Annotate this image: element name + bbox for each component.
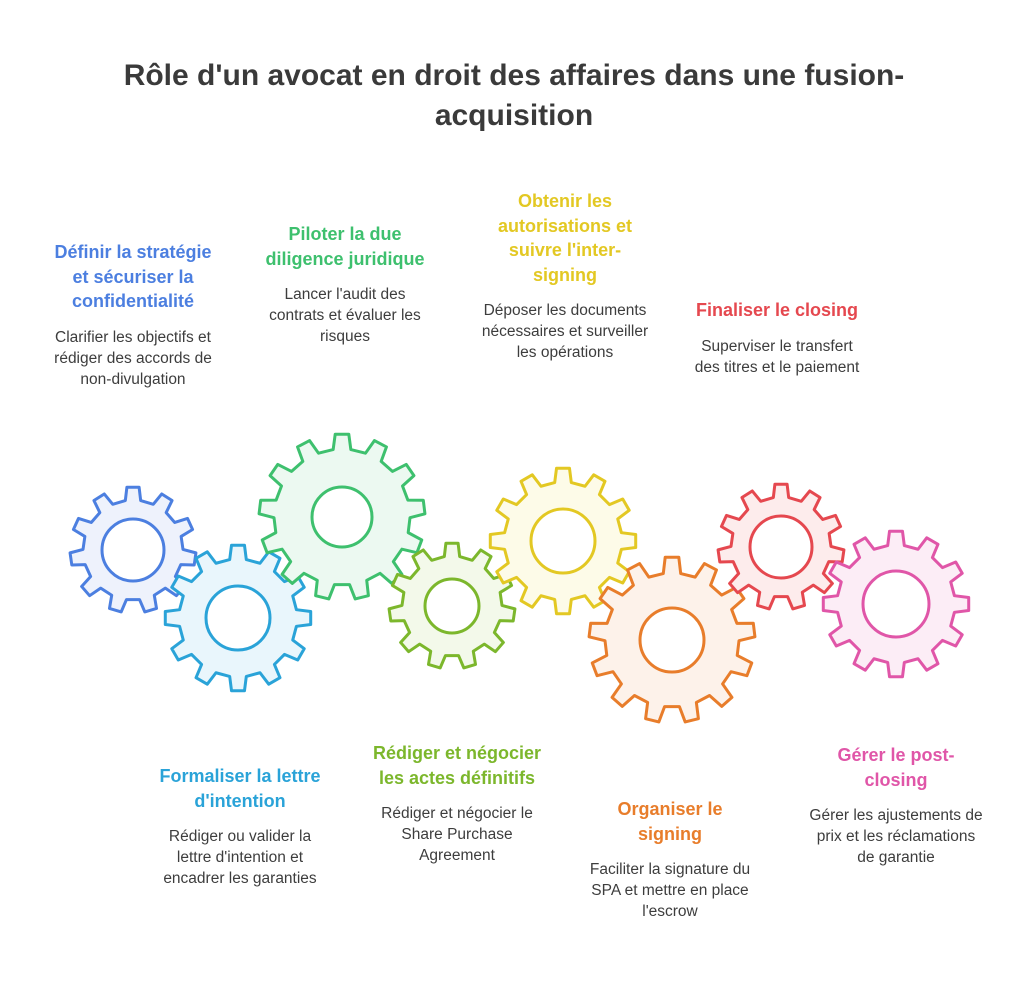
gear-5-icon <box>488 466 638 616</box>
step-title: Organiser le signing <box>617 799 723 844</box>
step-letter-of-intent: Formaliser la lettre d'intention Rédiger… <box>150 764 330 889</box>
gear-2-icon <box>163 543 313 693</box>
step-due-diligence: Piloter la due diligence juridique Lance… <box>262 222 428 347</box>
gear-hole <box>423 577 481 635</box>
step-title: Rédiger et négocier les actes définitifs <box>372 743 542 788</box>
gear-4-icon <box>387 541 517 670</box>
gear-hole <box>310 485 374 549</box>
step-closing: Finaliser le closing Superviser le trans… <box>692 298 862 378</box>
gear-1-icon <box>68 485 198 614</box>
step-post-closing: Gérer le post-closing Gérer les ajusteme… <box>806 743 986 868</box>
gear-hole <box>529 507 597 575</box>
gear-3-icon <box>257 432 427 601</box>
step-definitive-agreements: Rédiger et négocier les actes définitifs… <box>372 741 542 866</box>
step-description: Déposer les documents nécessaires et sur… <box>481 302 649 361</box>
gear-7-icon <box>716 482 846 611</box>
step-title: Finaliser le closing <box>695 300 859 320</box>
step-title: Gérer le post-closing <box>837 745 955 790</box>
step-signing: Organiser le signing Faciliter la signat… <box>586 797 754 922</box>
gear-hole <box>861 569 931 639</box>
step-authorisations: Obtenir les autorisations et suivre l'in… <box>480 189 650 363</box>
step-title: Définir la stratégie et sécuriser la con… <box>54 242 212 311</box>
gear-hole <box>100 517 166 583</box>
step-description: Lancer l'audit des contrats et évaluer l… <box>269 286 421 345</box>
page-title: Rôle d'un avocat en droit des affaires d… <box>123 59 905 132</box>
step-description: Gérer les ajustements de prix et les réc… <box>809 807 983 866</box>
step-strategy: Définir la stratégie et sécuriser la con… <box>46 240 220 390</box>
step-description: Clarifier les objectifs et rédiger des a… <box>54 328 212 388</box>
step-title: Piloter la due diligence juridique <box>265 224 425 269</box>
gear-8-icon <box>821 529 971 679</box>
gear-hole <box>638 606 706 674</box>
step-description: Rédiger et négocier le Share Purchase Ag… <box>381 805 533 864</box>
step-description: Faciliter la signature du SPA et mettre … <box>589 861 751 920</box>
step-description: Superviser le transfert des titres et le… <box>694 337 860 376</box>
gear-hole <box>748 514 814 580</box>
gear-6-icon <box>587 555 757 724</box>
gear-hole <box>204 584 272 652</box>
step-title: Obtenir les autorisations et suivre l'in… <box>497 191 633 285</box>
step-title: Formaliser la lettre d'intention <box>159 766 321 811</box>
step-description: Rédiger ou valider la lettre d'intention… <box>163 828 317 887</box>
